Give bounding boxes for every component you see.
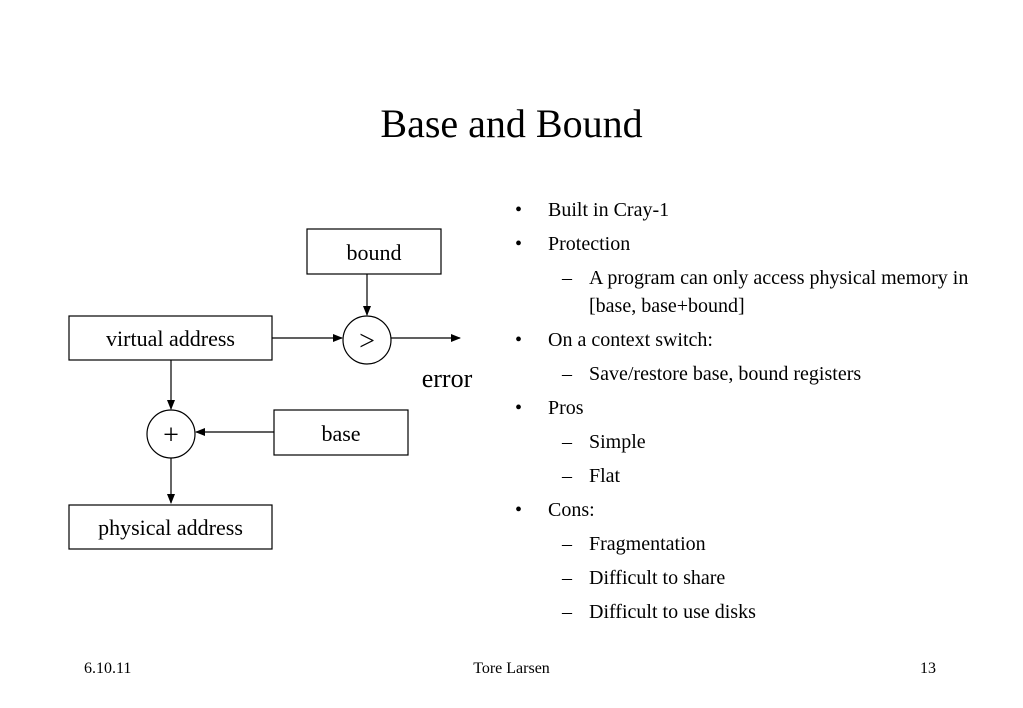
compare-circle (342, 315, 392, 365)
bullet-text: Protection (548, 233, 631, 255)
sub-bullet-item: –Difficult to share (515, 564, 985, 598)
sub-bullet-item: –Fragmentation (515, 530, 985, 564)
sub-bullet-text: Difficult to use disks (589, 601, 756, 623)
bullet-marker: • (515, 397, 523, 419)
sub-bullet-marker: – (562, 601, 572, 623)
bound-register-label: bound (347, 240, 402, 265)
sub-bullet-text: Save/restore base, bound registers (589, 363, 862, 385)
compare-symbol: > (359, 326, 375, 357)
physical-address-box (68, 504, 273, 550)
virtual-address-label: virtual address (106, 326, 235, 351)
sub-bullet-item: –Simple (515, 428, 985, 462)
error-label: error (422, 364, 473, 393)
sub-bullet-item: –Difficult to use disks (515, 598, 985, 632)
sub-bullet-text: A program can only access physical memor… (589, 267, 969, 317)
bullet-marker: • (515, 329, 523, 351)
bullet-marker: • (515, 199, 523, 221)
sub-bullet-text: Flat (589, 465, 621, 487)
bullet-item: • Pros (515, 394, 985, 428)
sub-bullet-text: Difficult to share (589, 567, 726, 589)
base-register-box (273, 409, 409, 456)
sub-bullet-text: Fragmentation (589, 533, 706, 555)
sub-bullet-marker: – (562, 363, 572, 385)
footer-date: 6.10.11 (84, 660, 132, 677)
footer-author: Tore Larsen (473, 660, 550, 677)
base-register-label: base (321, 421, 360, 446)
bullet-text: Pros (548, 397, 584, 419)
sub-bullet-marker: – (562, 567, 572, 589)
bullet-item: • Built in Cray-1 (515, 196, 985, 230)
sub-bullet-text: Simple (589, 431, 646, 453)
bullet-marker: • (515, 233, 523, 255)
sub-bullet-marker: – (562, 431, 572, 453)
sub-bullet-item: –A program can only access physical memo… (515, 264, 985, 326)
bullet-marker: • (515, 499, 523, 521)
virtual-address-box (68, 315, 273, 361)
bound-register-box (306, 228, 442, 275)
physical-address-label: physical address (98, 515, 243, 540)
sub-bullet-marker: – (562, 267, 572, 289)
bullet-item: • Cons: (515, 496, 985, 530)
bullet-text: Built in Cray-1 (548, 199, 670, 221)
bullet-item: • Protection (515, 230, 985, 264)
bullet-item: • On a context switch: (515, 326, 985, 360)
sub-bullet-marker: – (562, 465, 572, 487)
sub-bullet-item: –Flat (515, 462, 985, 496)
footer-page-number: 13 (920, 660, 936, 677)
sub-bullet-item: –Save/restore base, bound registers (515, 360, 985, 394)
add-symbol: + (163, 420, 179, 451)
bullet-text: On a context switch: (548, 329, 713, 351)
sub-bullet-marker: – (562, 533, 572, 555)
bullet-text: Cons: (548, 499, 595, 521)
slide-title: Base and Bound (380, 101, 643, 146)
bullet-list: •Built in Cray-1•Protection–A program ca… (515, 196, 985, 632)
